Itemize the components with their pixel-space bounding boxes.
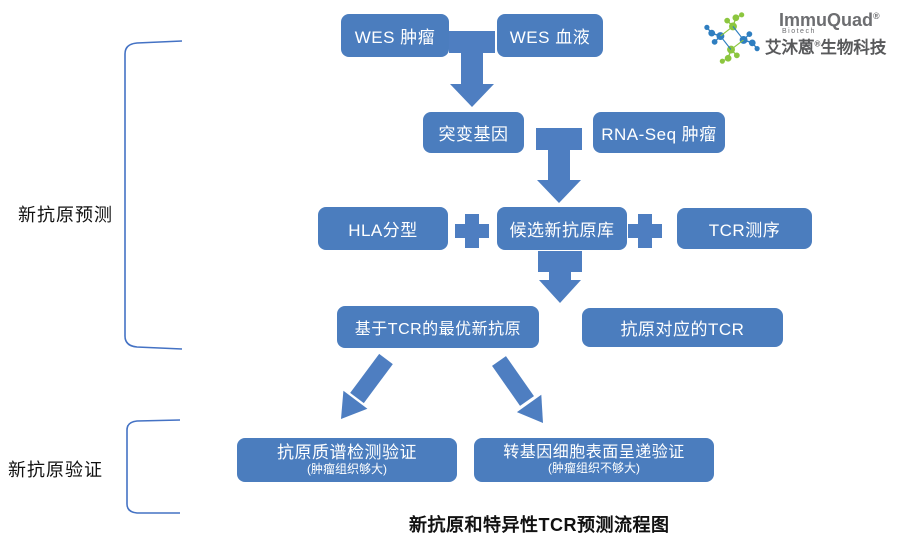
transgenic-cell-validation-subtitle: (肿瘤组织不够大) — [548, 461, 640, 476]
node-hla-typing: HLA分型 — [318, 207, 448, 250]
node-wes-blood: WES 血液 — [497, 14, 603, 57]
immuquad-logo-icon — [704, 12, 760, 64]
logo-brand-text: ImmuQuad® — [779, 10, 880, 31]
arrow-optimal-to-transgenic-icon — [492, 356, 543, 423]
arrow-optimal-to-massspec-icon — [341, 353, 393, 419]
arrow-genes-to-library-icon — [536, 128, 582, 203]
node-wes-tumor: WES 肿瘤 — [341, 14, 449, 57]
transgenic-cell-validation-title: 转基因细胞表面呈递验证 — [503, 443, 685, 461]
node-mass-spec-validation: 抗原质谱检测验证 (肿瘤组织够大) — [237, 438, 457, 482]
stage-label-validation: 新抗原验证 — [8, 460, 103, 480]
mass-spec-validation-title: 抗原质谱检测验证 — [277, 443, 417, 463]
mass-spec-validation-subtitle: (肿瘤组织够大) — [307, 461, 387, 476]
validation-stage-bracket — [126, 419, 181, 514]
node-tcr-sequencing: TCR测序 — [677, 208, 812, 249]
logo-chinese-suffix: 生物科技 — [820, 39, 887, 57]
prediction-stage-bracket — [124, 40, 183, 350]
logo-sub-brand-text: Biotech — [782, 28, 816, 35]
node-tcr-based-optimal-neoantigen: 基于TCR的最优新抗原 — [337, 306, 539, 348]
logo-chinese-registered-mark: ® — [814, 39, 821, 49]
arrow-library-to-optimal-icon — [538, 251, 582, 303]
plus-icon — [628, 214, 662, 248]
diagram-caption: 新抗原和特异性TCR预测流程图 — [409, 515, 670, 535]
node-rnaseq-tumor: RNA-Seq 肿瘤 — [593, 112, 725, 153]
plus-icon — [455, 214, 489, 248]
logo-registered-mark: ® — [873, 11, 880, 21]
stage-label-prediction: 新抗原预测 — [18, 205, 113, 225]
node-antigen-corresponding-tcr: 抗原对应的TCR — [582, 308, 783, 347]
logo-chinese-text: 艾沐蒽®生物科技 — [765, 34, 886, 58]
arrow-wes-to-mutated-genes-icon — [449, 31, 495, 107]
immuquad-logo: ImmuQuad® Biotech 艾沐蒽®生物科技 — [703, 8, 893, 66]
node-candidate-neoantigen-library: 候选新抗原库 — [497, 207, 627, 250]
logo-chinese-name: 艾沐蒽 — [765, 39, 815, 57]
logo-brand-name: ImmuQuad — [779, 10, 874, 30]
node-mutated-genes: 突变基因 — [423, 112, 524, 153]
node-transgenic-cell-validation: 转基因细胞表面呈递验证 (肿瘤组织不够大) — [474, 438, 714, 482]
